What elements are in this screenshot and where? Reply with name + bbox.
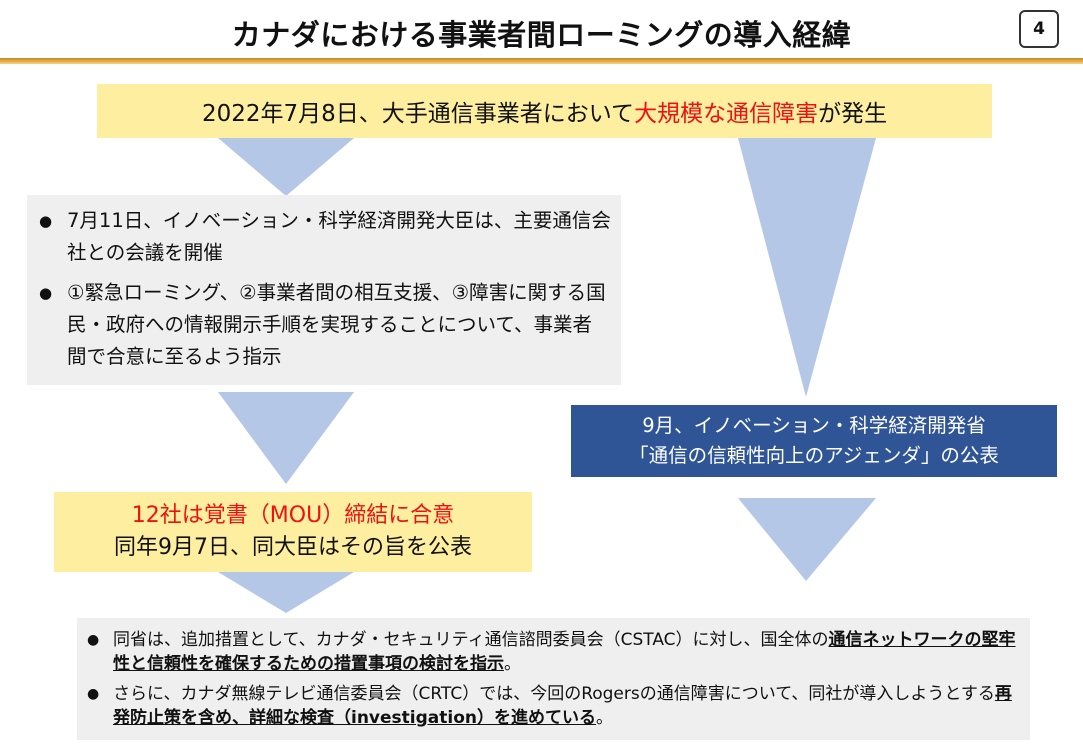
mou-agreement-box: 12社は覚書（MOU）締結に合意 同年9月7日、同大臣はその旨を公表 [54, 492, 532, 572]
page-title: カナダにおける事業者間ローミングの導入経緯 [231, 18, 852, 52]
follow-up-measures-box: ● 同省は、追加措置として、カナダ・セキュリティ通信諮問委員会（CSTAC）に対… [77, 618, 1030, 740]
list-item: ● ①緊急ローミング、②事業者間の相互支援、③障害に関する国民・政府への情報開示… [39, 277, 611, 373]
agenda-announcement-box: 9月、イノベーション・科学経済開発省 「通信の信頼性向上のアジェンダ」の公表 [571, 405, 1057, 477]
arrow-mou-to-bottom [218, 572, 354, 613]
emphasis-text: 再発防止策を含め、詳細な検査（investigation）を進めている [113, 684, 1012, 728]
list-item: ● 7月11日、イノベーション・科学経済開発大臣は、主要通信会社との会議を開催 [39, 205, 611, 269]
bullet-dot-icon: ● [87, 632, 100, 648]
bullet-dot-icon: ● [39, 284, 53, 302]
minister-meeting-box: ● 7月11日、イノベーション・科学経済開発大臣は、主要通信会社との会議を開催 … [27, 195, 621, 385]
outage-event-box: 2022年7月8日、大手通信事業者において大規模な通信障害が発生 [97, 84, 992, 138]
emphasis-text: 通信ネットワークの堅牢性と信頼性を確保するための措置事項の検討を指示 [113, 630, 1016, 674]
event-text-suffix: が発生 [818, 101, 888, 127]
event-text-prefix: 2022年7月8日、大手通信事業者において [201, 101, 635, 127]
title-divider [0, 58, 1083, 64]
event-text-highlight: 大規模な通信障害 [634, 101, 819, 127]
arrow-down-to-mou [218, 392, 354, 484]
mou-line-2: 同年9月7日、同大臣はその旨を公表 [114, 535, 472, 560]
arrow-down-to-agenda [738, 138, 876, 397]
agenda-line-1: 9月、イノベーション・科学経済開発省 [642, 414, 986, 437]
page-number-badge: 4 [1019, 10, 1059, 48]
list-item: ● さらに、カナダ無線テレビ通信委員会（CRTC）では、今回のRogersの通信… [87, 684, 1012, 728]
arrow-down-to-meeting [218, 138, 354, 196]
mou-line-1: 12社は覚書（MOU）締結に合意 [131, 503, 455, 528]
list-item: ● 同省は、追加措置として、カナダ・セキュリティ通信諮問委員会（CSTAC）に対… [87, 630, 1016, 674]
bullet-dot-icon: ● [87, 686, 100, 702]
bullet-dot-icon: ● [39, 212, 53, 230]
arrow-agenda-to-bottom [738, 498, 876, 581]
agenda-line-2: 「通信の信頼性向上のアジェンダ」の公表 [629, 444, 999, 467]
